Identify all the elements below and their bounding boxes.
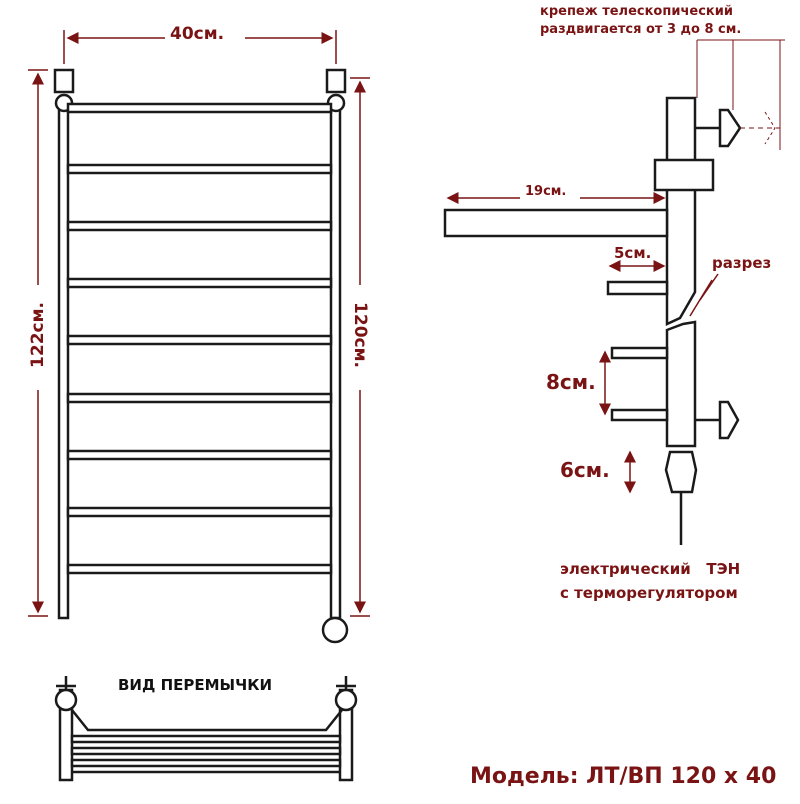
left-top-mount: [53, 68, 75, 94]
bridge-left-joint: [54, 688, 78, 712]
top-long-bar: [443, 208, 669, 238]
bridge-bar-1: [70, 734, 342, 744]
bridge-title: ВИД ПЕРЕМЫЧКИ: [118, 676, 273, 694]
heater-cap: [321, 616, 349, 644]
axis-height-label: 120см.: [350, 302, 370, 368]
rung: [66, 277, 333, 289]
top-rung: [66, 102, 333, 114]
short-bar-depth-label: 5см.: [614, 244, 652, 262]
bridge-right-joint: [334, 688, 358, 712]
cut-label: разрез: [712, 254, 772, 272]
rung: [66, 220, 333, 232]
lower-bolt-head: [718, 400, 740, 440]
bridge-right-cross: [336, 676, 356, 690]
upper-bolt-head: [718, 108, 742, 148]
heater-note-line1: электрический ТЭН: [560, 560, 741, 578]
rungs-group: [66, 163, 333, 575]
short-bar: [606, 280, 669, 296]
model-label: Модель: ЛТ/ВП 120 х 40: [470, 764, 777, 789]
upright-upper: [665, 96, 697, 326]
rung: [66, 163, 333, 175]
bridge-bar-3: [70, 758, 342, 768]
bridge-arch: [71, 709, 343, 732]
bridge-view: [54, 676, 358, 782]
cut-leader-2: [689, 279, 713, 317]
rung: [66, 392, 333, 404]
rung: [66, 334, 333, 346]
total-height-label: 122см.: [28, 302, 48, 368]
heater-length-label: 6см.: [560, 458, 610, 482]
front-dimensions: [28, 30, 370, 617]
width-label: 40см.: [170, 24, 225, 44]
rung: [66, 449, 333, 461]
right-top-mount: [325, 68, 347, 94]
upright-lower: [665, 320, 697, 448]
top-bar-depth-label: 19см.: [525, 184, 567, 199]
bridge-left-cross: [56, 676, 76, 690]
left-stile: [57, 96, 70, 620]
lower-bar-2: [610, 408, 669, 422]
rung: [66, 506, 333, 518]
side-view: [443, 96, 742, 545]
heater-note-line2: с терморегулятором: [560, 584, 738, 602]
mount-note-line1: крепеж телескопический: [540, 4, 733, 19]
mount-note-line2: раздвигается от 3 до 8 см.: [540, 22, 742, 37]
side-dimensions: [446, 192, 719, 494]
heater-body: [664, 450, 698, 494]
right-stile: [329, 96, 342, 620]
front-view-towel-rail: [53, 68, 349, 644]
lower-bar-1: [610, 346, 669, 360]
rung: [66, 563, 333, 575]
bridge-bar-2: [70, 746, 342, 756]
mount-collar: [653, 158, 715, 192]
mount-guides: [696, 39, 785, 150]
mount-extend-head: [764, 111, 776, 145]
lower-spacing-label: 8см.: [546, 370, 596, 394]
